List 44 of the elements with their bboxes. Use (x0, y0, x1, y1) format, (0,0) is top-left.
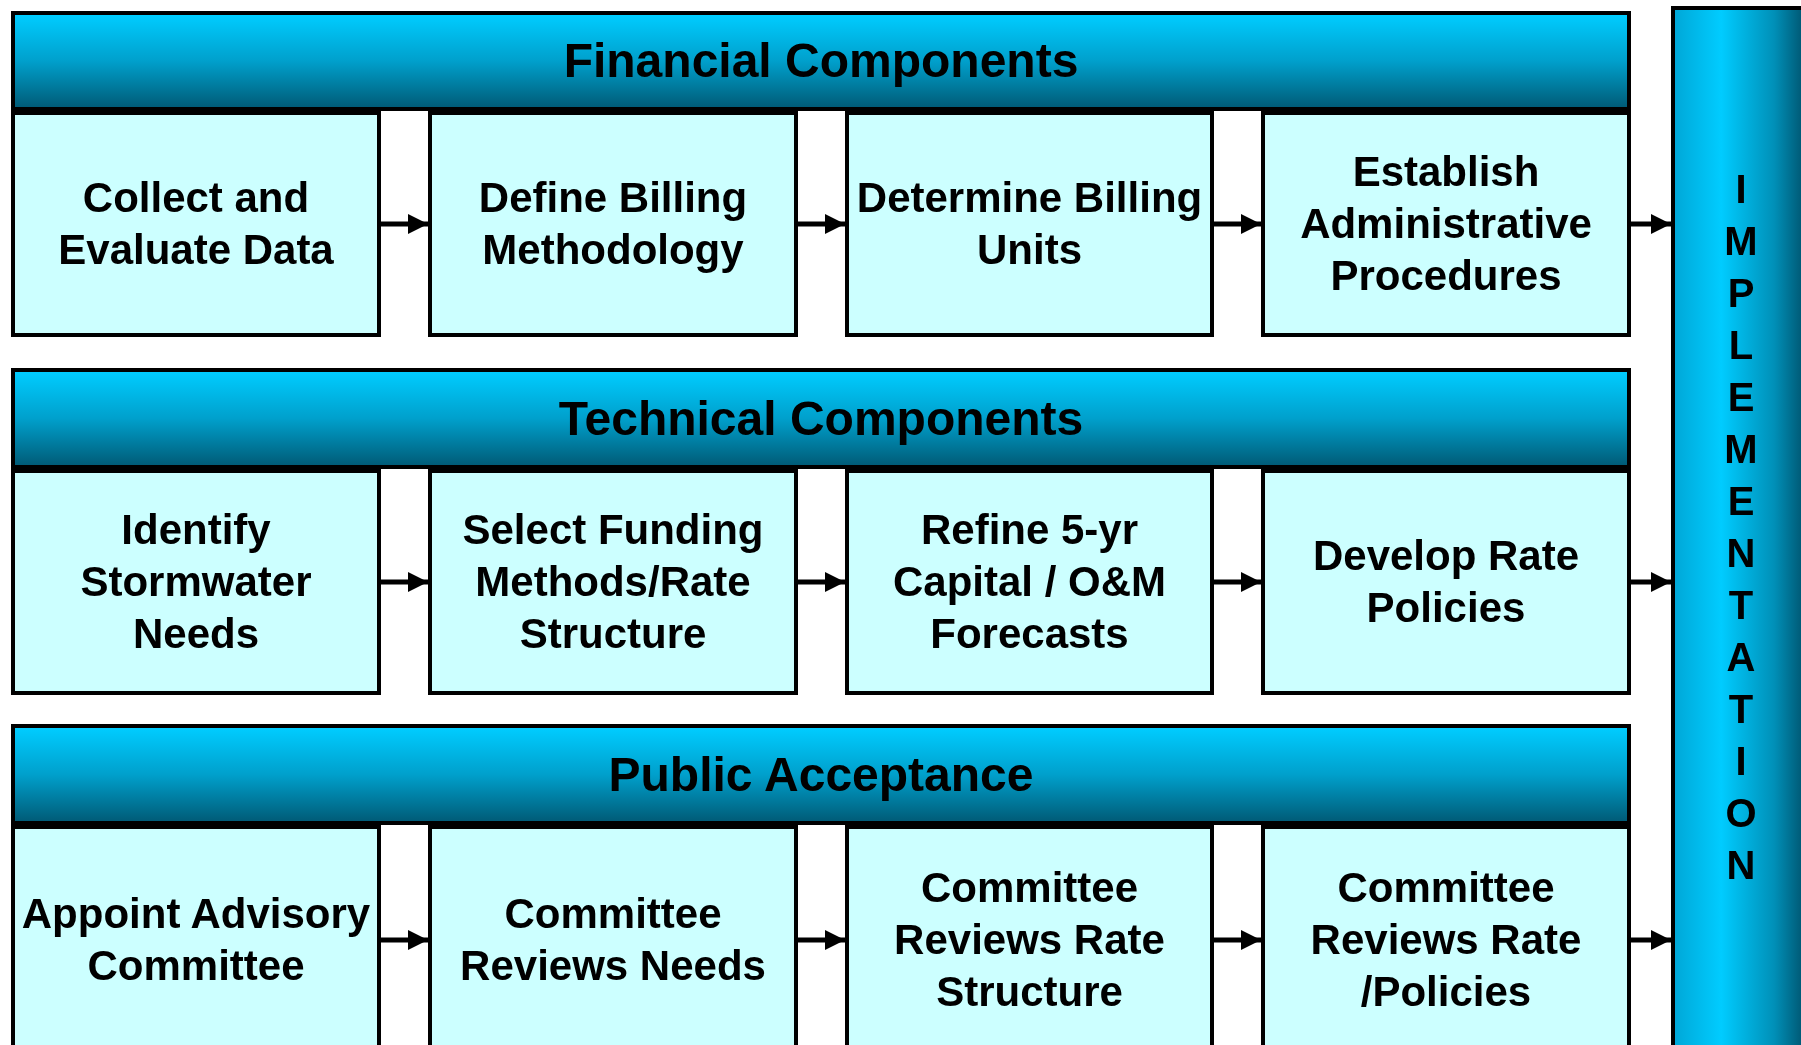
step-label: Committee Reviews Rate Structure (893, 863, 1166, 1017)
section-title: Technical Components (557, 392, 1085, 445)
process-box (845, 825, 1214, 1045)
arrow (381, 572, 428, 592)
process-box (11, 825, 381, 1045)
process-box (11, 111, 381, 337)
process-box (11, 469, 381, 695)
section-title: Financial Components (562, 35, 1080, 87)
arrow (798, 930, 845, 950)
step-label: Define Billing Methodology (477, 173, 749, 275)
process-box (428, 825, 798, 1045)
step-label: Appoint Advisory Committee (20, 889, 372, 991)
process-box (1261, 825, 1631, 1045)
arrow (1631, 930, 1671, 950)
process-box (1261, 111, 1631, 337)
step-label: Establish Administrative Procedures (1299, 147, 1593, 301)
section-header-bar (11, 724, 1631, 825)
arrow (1214, 930, 1261, 950)
step-label: Identify Stormwater Needs (79, 505, 313, 659)
step-label: Committee Reviews Needs (459, 889, 767, 991)
step-label: Committee Reviews Rate /Policies (1309, 863, 1583, 1017)
step-label: Collect and Evaluate Data (57, 173, 335, 275)
step-label: Develop Rate Policies (1311, 531, 1581, 633)
process-box (1261, 469, 1631, 695)
arrow (1214, 572, 1261, 592)
arrow (381, 930, 428, 950)
process-box (845, 469, 1214, 695)
section-title: Public Acceptance (607, 748, 1035, 801)
step-label: Select Funding Methods/Rate Structure (461, 505, 765, 659)
arrow (1631, 214, 1671, 234)
arrow (798, 214, 845, 234)
arrow (1631, 572, 1671, 592)
process-box (845, 111, 1214, 337)
arrow (381, 214, 428, 234)
section-header-bar (11, 11, 1631, 111)
section-header-bar (11, 368, 1631, 469)
step-label: Determine Billing Units (855, 173, 1204, 275)
process-box (428, 111, 798, 337)
arrow (798, 572, 845, 592)
implementation-bar (1671, 6, 1801, 1045)
arrow (1214, 214, 1261, 234)
process-box (428, 469, 798, 695)
step-label: Refine 5-yr Capital / O&M Forecasts (892, 505, 1167, 659)
implementation-label: IMPLEMENTATION (1718, 167, 1764, 895)
